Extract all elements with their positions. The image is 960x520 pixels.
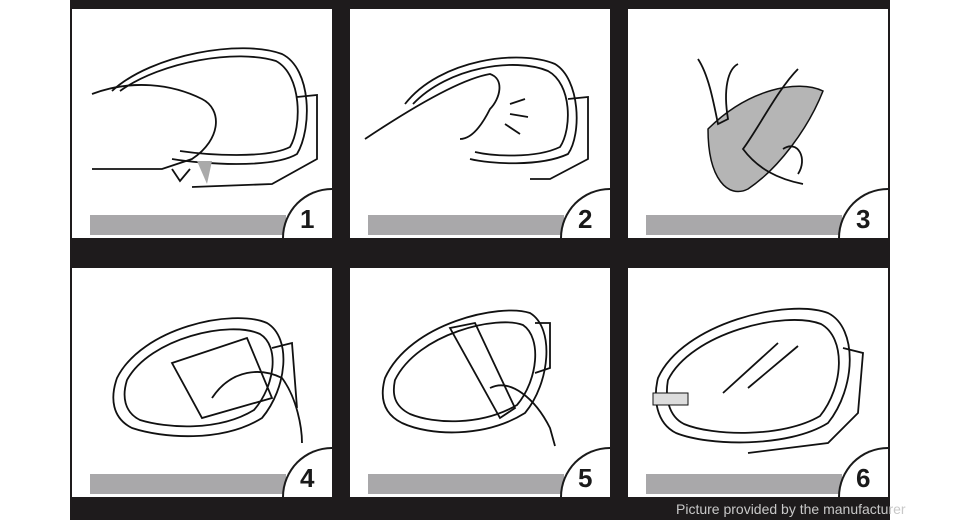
smoothing-film-icon — [381, 309, 556, 447]
step-number: 1 — [300, 204, 315, 234]
step-panel-1: 1 — [72, 9, 332, 238]
step-panel-4: 4 — [72, 268, 332, 497]
step-bar — [368, 474, 564, 494]
step-panel-6: 6 — [628, 268, 888, 497]
watermark: Picture provided by the manufacturer — [676, 501, 906, 517]
step-panel-5: 5 — [350, 268, 610, 497]
step-bar — [90, 474, 286, 494]
step-bar — [368, 215, 564, 235]
step-number: 6 — [856, 463, 871, 493]
hand-wiping-mirror-icon — [91, 47, 318, 188]
applying-film-icon — [112, 317, 303, 444]
step-number: 3 — [856, 204, 871, 234]
step-number: 4 — [300, 463, 315, 493]
step-number: 2 — [578, 204, 593, 234]
step-bar — [646, 215, 842, 235]
step-number: 5 — [578, 463, 593, 493]
peeling-film-icon — [697, 58, 824, 193]
step-panel-3: 3 — [628, 9, 888, 238]
step-bar — [90, 215, 286, 235]
step-bar — [646, 474, 842, 494]
finished-mirror-icon — [652, 307, 864, 454]
finger-pressing-mirror-icon — [364, 56, 589, 180]
step-panel-2: 2 — [350, 9, 610, 238]
